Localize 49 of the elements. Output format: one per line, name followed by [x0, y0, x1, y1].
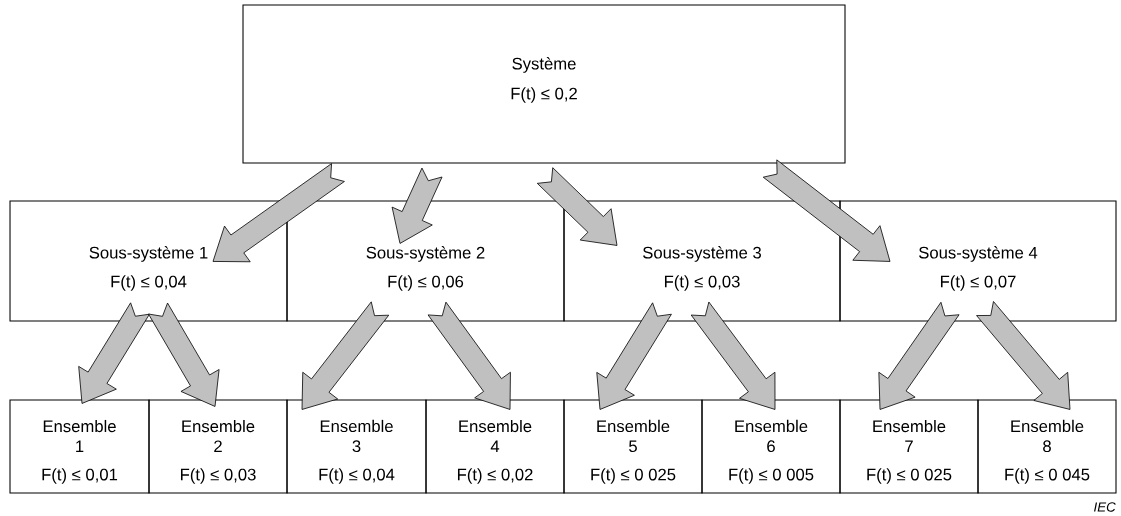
assembly-box [839, 399, 979, 494]
probability-text: F(t) ≤ 0 005 [729, 468, 814, 484]
probability-text: F(t) ≤ 0,06 [388, 275, 464, 291]
probability-text: F(t) ≤ 0,2 [511, 87, 577, 103]
subsystem-box [9, 200, 288, 322]
box-heading: Ensemble 7 [873, 419, 946, 452]
block-arrow [148, 302, 220, 407]
probability-text: F(t) ≤ 0,03 [181, 468, 256, 484]
box-heading: Ensemble 4 [459, 419, 532, 452]
probability-text: F(t) ≤ 0,01 [42, 468, 118, 484]
probability-text: F(t) ≤ 0,03 [665, 275, 740, 291]
box-heading: Système [512, 57, 576, 73]
assembly-box [701, 399, 841, 494]
block-arrow [78, 302, 150, 404]
box-heading: Ensemble 8 [1011, 419, 1084, 453]
assembly-box [9, 399, 150, 494]
block-arrow [690, 301, 776, 410]
block-arrow [976, 301, 1071, 410]
block-arrow [391, 167, 443, 244]
box-heading: Sous-système 1 [89, 246, 208, 262]
assembly-box [977, 399, 1117, 494]
box-heading: Ensemble 2 [182, 419, 255, 452]
probability-text: F(t) ≤ 0,02 [458, 468, 533, 484]
probability-text: F(t) ≤ 0,04 [319, 468, 395, 484]
block-arrow [878, 301, 960, 410]
block-arrow [596, 302, 672, 410]
box-heading: Ensemble 1 [43, 419, 116, 452]
box-heading: Sous-système 2 [366, 246, 485, 262]
probability-text: F(t) ≤ 0 025 [591, 468, 676, 484]
box-heading: Ensemble 6 [735, 419, 808, 453]
block-arrow [301, 301, 390, 410]
probability-text: F(t) ≤ 0,07 [941, 275, 1016, 291]
probability-text: F(t) ≤ 0 045 [1005, 468, 1090, 484]
box-heading: Ensemble 5 [597, 419, 670, 453]
assembly-box [148, 399, 288, 494]
block-arrow [427, 301, 511, 410]
assembly-box [425, 399, 565, 494]
assembly-box [286, 399, 427, 494]
box-heading: Ensemble 3 [320, 419, 393, 453]
block-arrow [762, 159, 891, 262]
box-heading: Sous-système 4 [919, 246, 1038, 262]
system-box [242, 4, 846, 164]
probability-text: F(t) ≤ 0,04 [111, 275, 187, 291]
assembly-box [563, 399, 703, 494]
block-arrow [536, 167, 618, 246]
probability-text: F(t) ≤ 0 025 [867, 468, 952, 484]
box-heading: Sous-système 3 [643, 246, 761, 262]
subsystem-box [839, 200, 1117, 322]
block-arrow [212, 163, 345, 263]
